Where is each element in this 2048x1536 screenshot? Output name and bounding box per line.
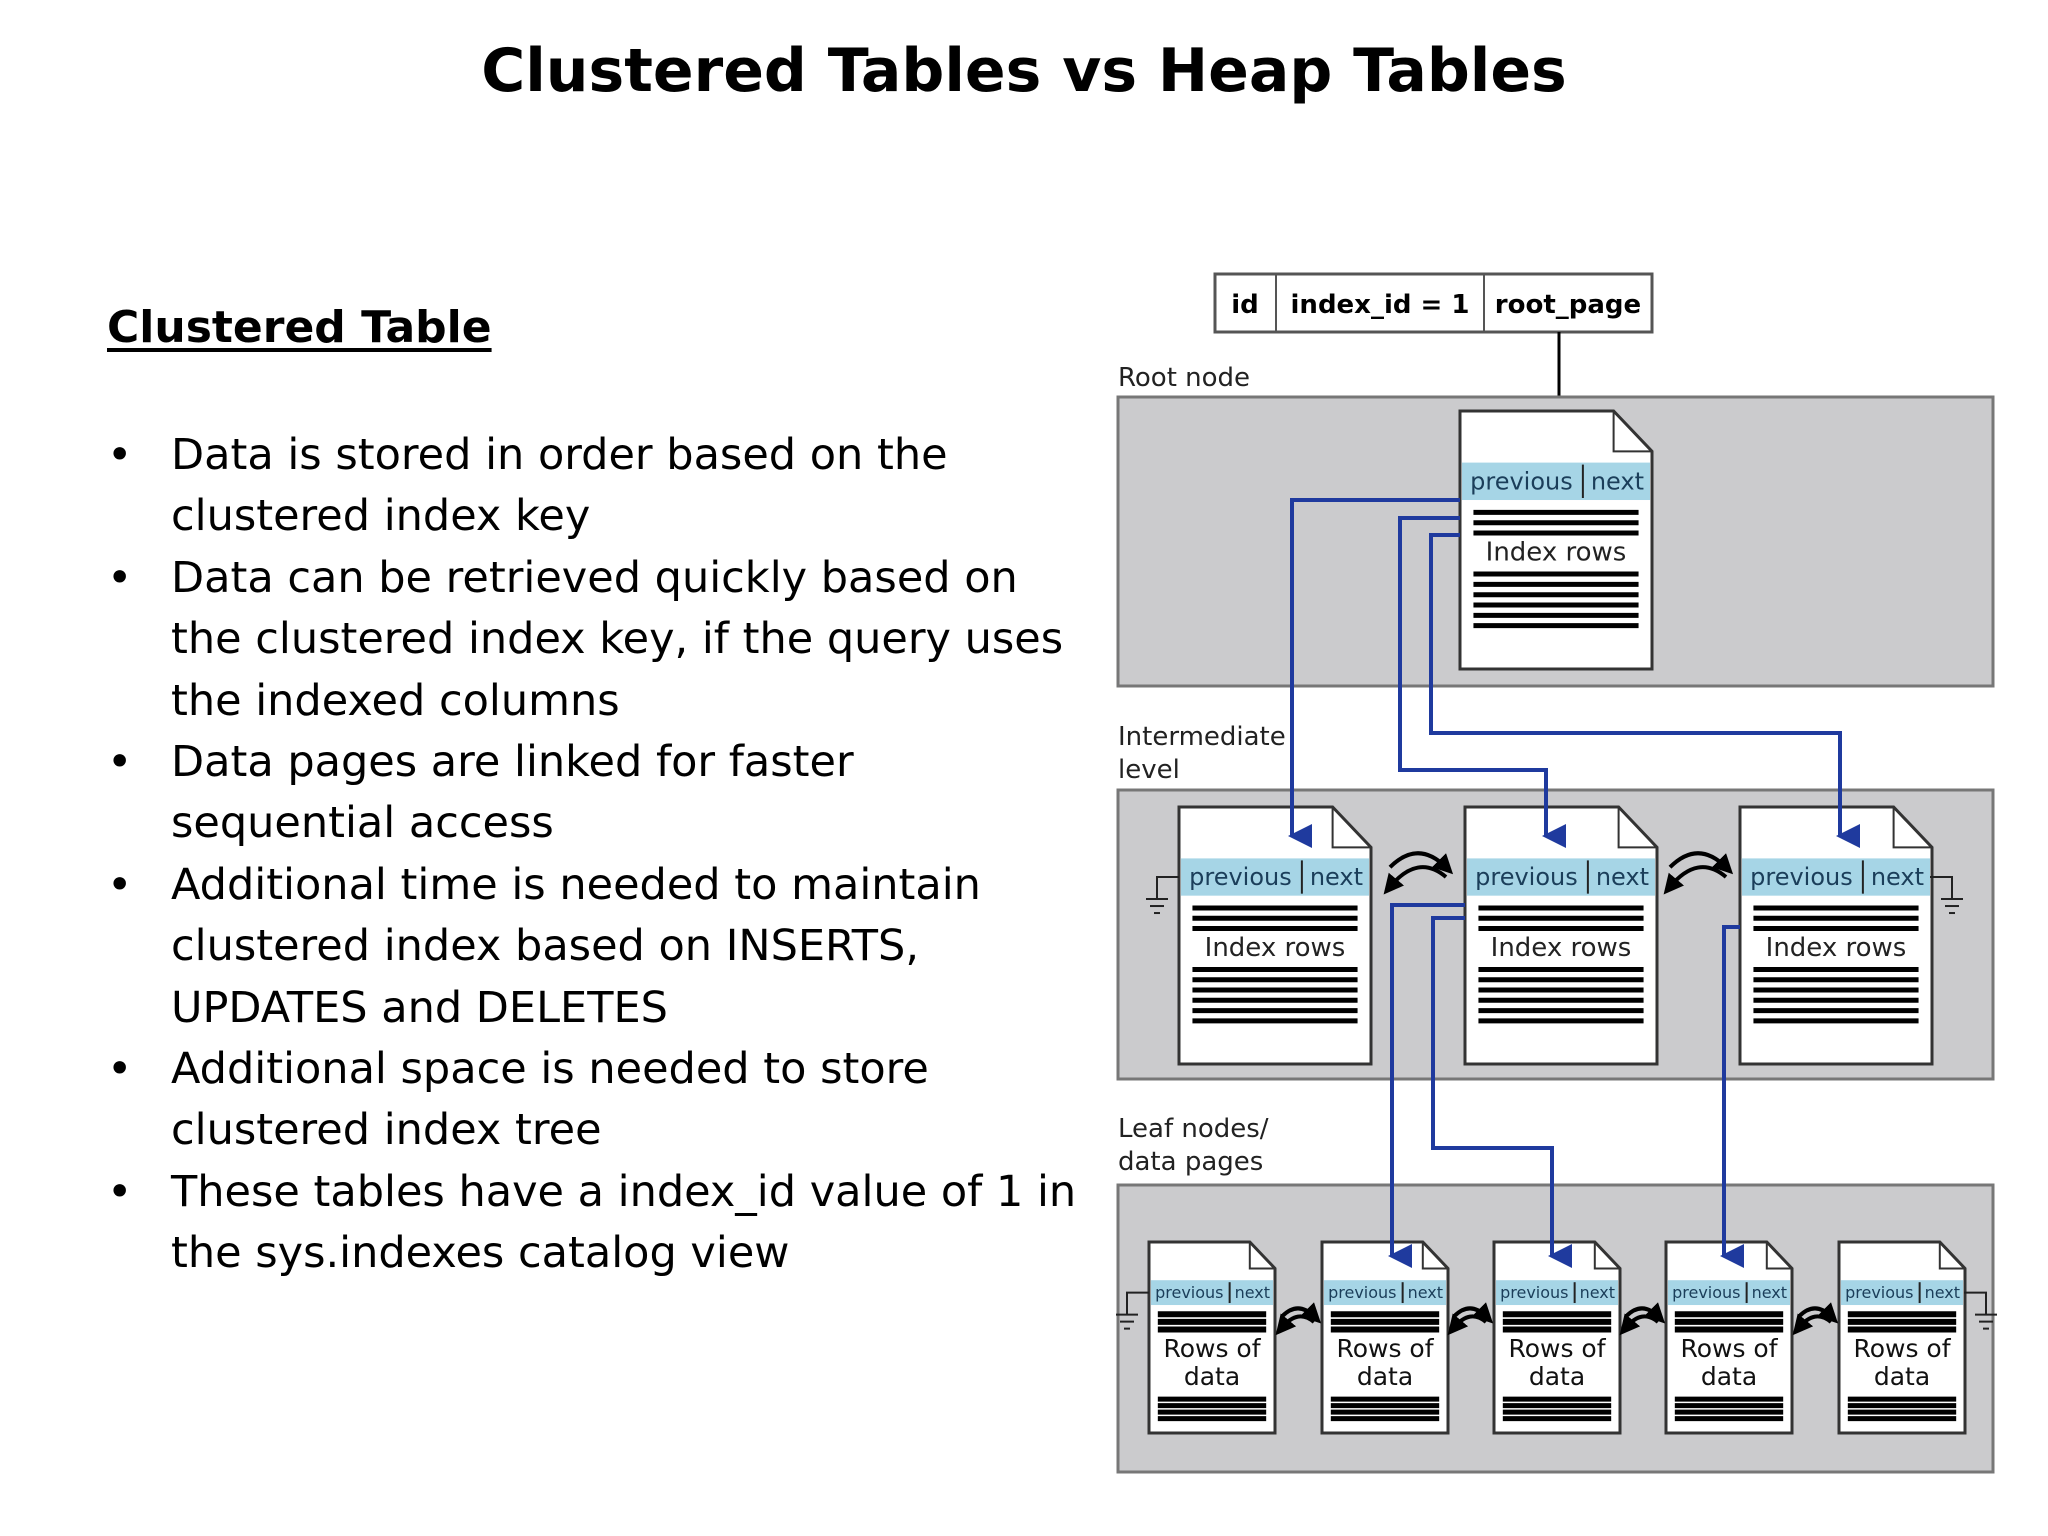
null-pointer-ground-icon xyxy=(1930,876,1963,915)
page-header xyxy=(1742,858,1930,896)
child-page-pointer xyxy=(1720,925,1744,1268)
bullet-list: Data is stored in order based on the clu… xyxy=(107,425,1087,1285)
previous-pointer-label: previous xyxy=(1750,863,1853,891)
next-pointer-label: next xyxy=(1596,863,1649,891)
child-page-pointer xyxy=(1388,903,1465,1268)
bullet-item: Data pages are linked for faster sequent… xyxy=(107,732,1087,855)
bullet-item: These tables have a index_id value of 1 … xyxy=(107,1162,1087,1285)
page-header xyxy=(1841,1280,1963,1306)
next-pointer-label: next xyxy=(1235,1283,1270,1302)
rows-of-data-label: data xyxy=(1184,1362,1240,1391)
next-pointer-label: next xyxy=(1580,1283,1615,1302)
column-id: id xyxy=(1231,290,1259,320)
bullet-item: Data is stored in order based on the clu… xyxy=(107,425,1087,548)
previous-pointer-label: previous xyxy=(1672,1283,1740,1302)
page-link-arrows-icon xyxy=(1275,1302,1322,1336)
rows-of-data-label: data xyxy=(1701,1362,1757,1391)
rows-of-data-label: Rows of xyxy=(1336,1334,1434,1363)
page-link-arrows-icon xyxy=(1663,851,1734,895)
label-intermediate-1: Intermediate xyxy=(1118,722,1286,752)
rows-of-data-label: data xyxy=(1529,1362,1585,1391)
previous-pointer-label: previous xyxy=(1475,863,1578,891)
rows-of-data-label: Rows of xyxy=(1163,1334,1261,1363)
page-link-arrows-icon xyxy=(1447,1302,1494,1336)
page-header xyxy=(1181,858,1369,896)
next-pointer-label: next xyxy=(1591,468,1644,496)
index-rows-label: Index rows xyxy=(1205,933,1346,963)
next-pointer-label: next xyxy=(1925,1283,1960,1302)
index-rows-label: Index rows xyxy=(1486,538,1627,568)
child-page-pointer xyxy=(1398,516,1566,848)
previous-pointer-label: previous xyxy=(1845,1283,1913,1302)
previous-pointer-label: previous xyxy=(1500,1283,1568,1302)
column-root-page: root_page xyxy=(1495,290,1641,320)
page-link-arrows-icon xyxy=(1792,1302,1839,1336)
null-pointer-ground-icon xyxy=(1964,1291,1997,1330)
index-rows-label: Index rows xyxy=(1766,933,1907,963)
bullet-item: Additional time is needed to maintain cl… xyxy=(107,855,1087,1039)
previous-pointer-label: previous xyxy=(1470,468,1573,496)
page-header xyxy=(1324,1280,1446,1306)
child-page-pointer xyxy=(1288,498,1460,848)
label-leaf-2: data pages xyxy=(1118,1147,1263,1177)
page-header xyxy=(1151,1280,1273,1306)
section-heading: Clustered Table xyxy=(107,302,492,353)
next-pointer-label: next xyxy=(1871,863,1924,891)
child-page-pointer xyxy=(1431,916,1572,1268)
sysindexes-row: id index_id = 1 root_page xyxy=(1213,272,1654,334)
index-rows-label: Index rows xyxy=(1491,933,1632,963)
previous-pointer-label: previous xyxy=(1189,863,1292,891)
page-link-arrows-icon xyxy=(1383,851,1454,895)
page-header xyxy=(1462,462,1650,501)
next-pointer-label: next xyxy=(1310,863,1363,891)
page-link-arrows-icon xyxy=(1619,1302,1666,1336)
null-pointer-ground-icon xyxy=(1116,1291,1149,1330)
rows-of-data-label: Rows of xyxy=(1508,1334,1606,1363)
rows-of-data-label: Rows of xyxy=(1853,1334,1951,1363)
label-intermediate-2: level xyxy=(1118,755,1180,785)
next-pointer-label: next xyxy=(1408,1283,1443,1302)
label-root-node: Root node xyxy=(1118,363,1250,393)
bullet-item: Data can be retrieved quickly based on t… xyxy=(107,548,1087,732)
label-leaf-1: Leaf nodes/ xyxy=(1118,1114,1269,1144)
rows-of-data-label: data xyxy=(1357,1362,1413,1391)
next-pointer-label: next xyxy=(1752,1283,1787,1302)
slide-title: Clustered Tables vs Heap Tables xyxy=(481,36,1567,106)
page-header xyxy=(1467,858,1655,896)
child-page-pointer xyxy=(1429,533,1860,848)
page-header xyxy=(1668,1280,1790,1306)
column-index-id: index_id = 1 xyxy=(1291,290,1470,320)
rows-of-data-label: Rows of xyxy=(1680,1334,1778,1363)
null-pointer-ground-icon xyxy=(1146,876,1179,915)
bullet-item: Additional space is needed to store clus… xyxy=(107,1039,1087,1162)
page-header xyxy=(1496,1280,1618,1306)
previous-pointer-label: previous xyxy=(1155,1283,1223,1302)
previous-pointer-label: previous xyxy=(1328,1283,1396,1302)
rows-of-data-label: data xyxy=(1874,1362,1930,1391)
